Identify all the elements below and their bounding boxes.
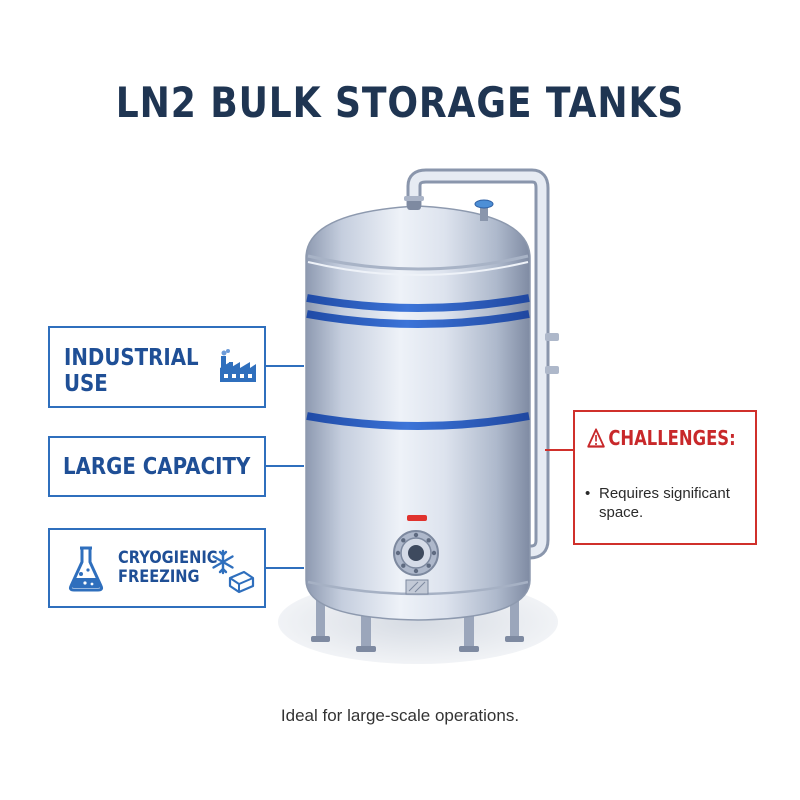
vent-pipe	[406, 168, 550, 560]
feature-label: INDUSTRIAL USE	[64, 345, 199, 397]
feature-label: LARGE CAPACITY	[63, 454, 251, 480]
feature-large-capacity: LARGE CAPACITY	[48, 436, 266, 497]
dome-rim	[307, 254, 529, 271]
list-item: Requires significant space.	[585, 484, 751, 522]
factory-icon	[218, 348, 258, 392]
tank-legs	[311, 592, 524, 652]
challenges-heading: CHALLENGES:	[587, 426, 736, 450]
feature-industrial-use: INDUSTRIAL USE	[48, 326, 266, 408]
feature-label: CRYOGIENIC FREEZING	[118, 548, 218, 588]
connector-lines	[266, 365, 304, 569]
challenges-list: Requires significant space.	[585, 484, 751, 522]
indicator-light	[407, 515, 427, 521]
caption: Ideal for large-scale operations.	[280, 706, 520, 725]
challenges-box: CHALLENGES: Requires significant space.	[573, 410, 757, 545]
top-valves	[404, 196, 494, 221]
page-title: LN2 BULK STORAGE TANKS	[115, 78, 685, 127]
tank-body	[305, 205, 531, 621]
feature-cryogenic-freezing: CRYOGIENIC FREEZING	[48, 528, 266, 608]
warning-icon	[587, 426, 608, 450]
pipe-fittings	[545, 333, 559, 374]
name-plate	[405, 579, 429, 595]
outlet-flange	[393, 530, 439, 576]
challenges-heading-text: CHALLENGES:	[608, 426, 736, 450]
flask-icon	[66, 544, 106, 598]
tank-bands	[306, 294, 530, 430]
snowflake-ice-icon	[210, 548, 256, 598]
